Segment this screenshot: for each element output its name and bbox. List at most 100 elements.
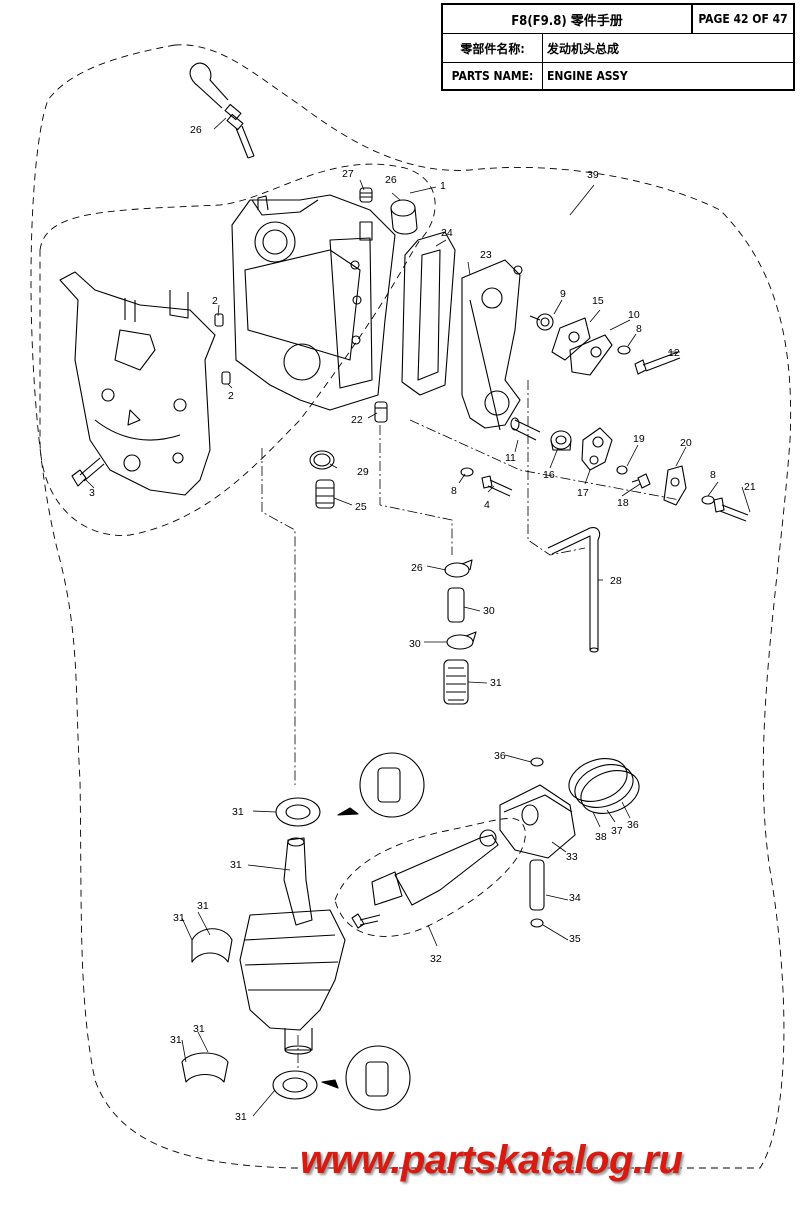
- dipstick: [189, 62, 255, 159]
- detail-balloon-top: [337, 752, 425, 818]
- callout-13: 16: [543, 469, 555, 481]
- watermark: www.partskatalog.ru: [300, 1138, 683, 1182]
- o-ring-28: [309, 450, 335, 470]
- bolt-7: [481, 475, 513, 497]
- callout-29: 31: [230, 859, 242, 871]
- callout-18: 20: [680, 437, 692, 449]
- callout-19: 21: [744, 481, 756, 493]
- en-name-label: PARTS NAME:: [443, 63, 543, 89]
- circlip-36: [530, 757, 544, 767]
- callout-33: 33: [566, 851, 578, 863]
- bolt-12: [634, 351, 681, 375]
- fitting-9: [529, 313, 554, 331]
- cylinder-block: [231, 194, 396, 411]
- callout-20: 25: [355, 501, 367, 513]
- fitting-4: [374, 401, 388, 423]
- circlip-35: [530, 918, 544, 928]
- fuel-filter-23: [443, 659, 469, 705]
- bolt-19: [713, 497, 749, 522]
- callout-39: 39: [587, 169, 599, 181]
- detail-balloon-bottom: [321, 1045, 411, 1111]
- callout-2b: 2: [228, 390, 234, 402]
- bolt-3: [71, 457, 105, 487]
- callout-14: 17: [577, 487, 589, 499]
- washer-8-b: [701, 495, 715, 505]
- bushing-13: [550, 430, 572, 451]
- connecting-rod: [351, 829, 499, 929]
- block-group-outline: [39, 163, 436, 536]
- callout-38: 38: [595, 831, 607, 843]
- washer-8-c: [460, 467, 474, 477]
- sleeve-26-top: [390, 199, 418, 235]
- bracket-10: [569, 334, 613, 376]
- callout-8b: 8: [710, 469, 716, 481]
- callout-31a: 31: [197, 900, 209, 912]
- callout-22: 26: [190, 124, 202, 136]
- page-number: PAGE 42 OF 47: [693, 5, 793, 34]
- dowel-pin-lower: [221, 371, 231, 385]
- rod-15: [510, 417, 541, 441]
- exhaust-cover-gasket: [401, 231, 456, 396]
- callout-30b: 31: [235, 1111, 247, 1123]
- callout-15: 11: [505, 452, 516, 464]
- piston-pin: [529, 859, 545, 911]
- callout-5: 23: [480, 249, 492, 261]
- callout-31b: 31: [173, 912, 185, 924]
- exhaust-cover: [461, 259, 523, 431]
- callout-36b: 36: [627, 819, 639, 831]
- callout-3: 3: [89, 487, 95, 499]
- callout-31c: 31: [193, 1023, 205, 1035]
- model-title: F8(F9.8) 零件手册: [443, 5, 693, 34]
- callout-27: 27: [342, 168, 354, 180]
- crankshaft: [239, 837, 346, 1055]
- callout-8c: 8: [451, 485, 457, 497]
- assembly-boundary-outline: [30, 44, 792, 1169]
- callout-7: 4: [484, 499, 490, 511]
- en-name-value: ENGINE ASSY: [547, 69, 628, 83]
- bearing-half-31-b: [181, 1052, 229, 1083]
- bolt-16: [631, 473, 651, 489]
- crankcase: [59, 271, 216, 496]
- title-block: F8(F9.8) 零件手册 PAGE 42 OF 47 零部件名称: 发动机头总…: [441, 3, 795, 91]
- small-plug-27: [359, 187, 373, 203]
- callout-24: 30: [483, 605, 495, 617]
- cn-name-value: 发动机头总成: [543, 34, 793, 63]
- cn-name-label: 零部件名称:: [443, 34, 543, 63]
- callout-23: 31: [490, 677, 502, 689]
- fitting-20: [315, 479, 335, 509]
- callout-35: 35: [569, 933, 581, 945]
- hose-24: [447, 587, 465, 623]
- callout-2a: 2: [212, 295, 218, 307]
- bracket-11: [551, 317, 591, 361]
- oil-seal-30-top: [275, 797, 321, 827]
- callout-26a: 26: [385, 174, 397, 186]
- callout-34: 34: [569, 892, 581, 904]
- callout-26b: 26: [411, 562, 423, 574]
- dowel-pin-upper: [214, 313, 224, 327]
- callout-8a: 8: [636, 323, 642, 335]
- lever-14: [581, 427, 613, 471]
- callout-4: 22: [351, 414, 363, 426]
- rod-group-outline: [334, 818, 526, 937]
- piston-rings: [568, 758, 640, 814]
- bearing-half-31-a: [191, 928, 233, 963]
- hose-21: [547, 527, 601, 653]
- callout-12: 12: [668, 347, 680, 359]
- callout-11: 15: [592, 295, 604, 307]
- callout-31d: 31: [170, 1034, 182, 1046]
- hose-clamp-26: [444, 559, 473, 578]
- callout-30a: 31: [232, 806, 244, 818]
- callout-37: 37: [611, 825, 623, 837]
- piston: [499, 784, 576, 859]
- hose-clamp-25: [446, 631, 477, 650]
- callout-32: 32: [430, 953, 442, 965]
- callout-16: 18: [617, 497, 629, 509]
- callout-9: 9: [560, 288, 566, 300]
- oil-seal-30-bottom: [272, 1070, 318, 1100]
- bracket-18: [663, 465, 687, 506]
- callout-6: 24: [441, 227, 453, 239]
- callout-10: 10: [628, 309, 640, 321]
- callout-25: 30: [409, 638, 421, 650]
- callout-17: 19: [633, 433, 645, 445]
